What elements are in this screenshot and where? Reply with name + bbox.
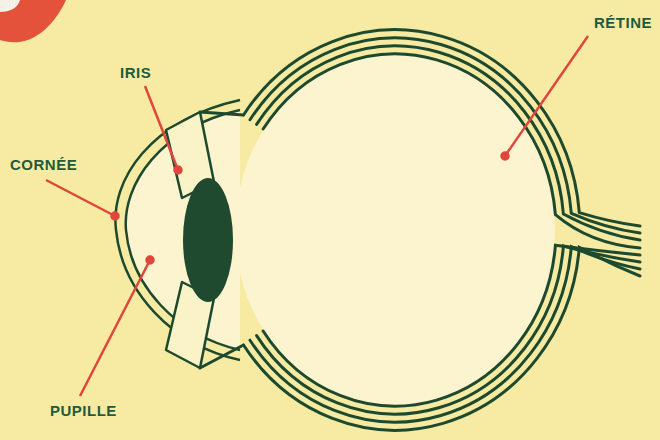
leader-lines: [46, 36, 588, 396]
part-label: IRIS: [118, 64, 153, 82]
corner-blob: [0, 0, 66, 42]
part-label: PUPILLE: [48, 402, 119, 420]
sclera-rings: [200, 30, 640, 430]
part-label: CORNÉE: [8, 156, 79, 174]
part-label: RÉTINE: [592, 14, 654, 32]
eyeball-interior: [235, 55, 555, 405]
lens: [183, 178, 233, 302]
corner-blob-light: [0, 0, 20, 12]
